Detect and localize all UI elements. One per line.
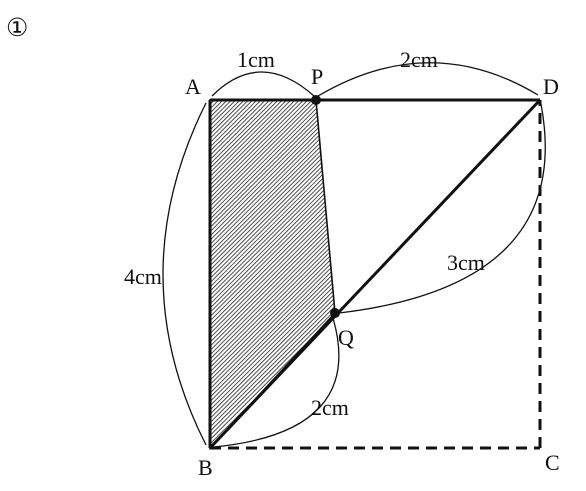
vertex-label-q: Q xyxy=(338,325,354,350)
point-p-dot xyxy=(311,95,321,105)
arc-bq xyxy=(213,317,340,448)
arc-qd xyxy=(338,103,546,314)
arc-pd xyxy=(317,62,539,97)
arc-ab xyxy=(162,102,207,446)
problem-number: ① xyxy=(6,13,28,42)
measure-label-qd: 3cm xyxy=(447,250,485,275)
measure-label-pd: 2cm xyxy=(400,47,438,72)
vertex-label-b: B xyxy=(198,455,213,480)
vertex-label-d: D xyxy=(543,74,559,99)
measure-label-bq: 2cm xyxy=(311,395,349,420)
vertex-label-a: A xyxy=(185,74,201,99)
diagonal-bd xyxy=(208,98,542,450)
measure-label-ab: 4cm xyxy=(124,264,162,289)
vertex-label-p: P xyxy=(311,64,323,89)
measure-label-ap: 1cm xyxy=(237,47,275,72)
arc-ap xyxy=(211,71,315,97)
point-q-dot xyxy=(330,308,340,318)
vertex-label-c: C xyxy=(545,450,560,475)
